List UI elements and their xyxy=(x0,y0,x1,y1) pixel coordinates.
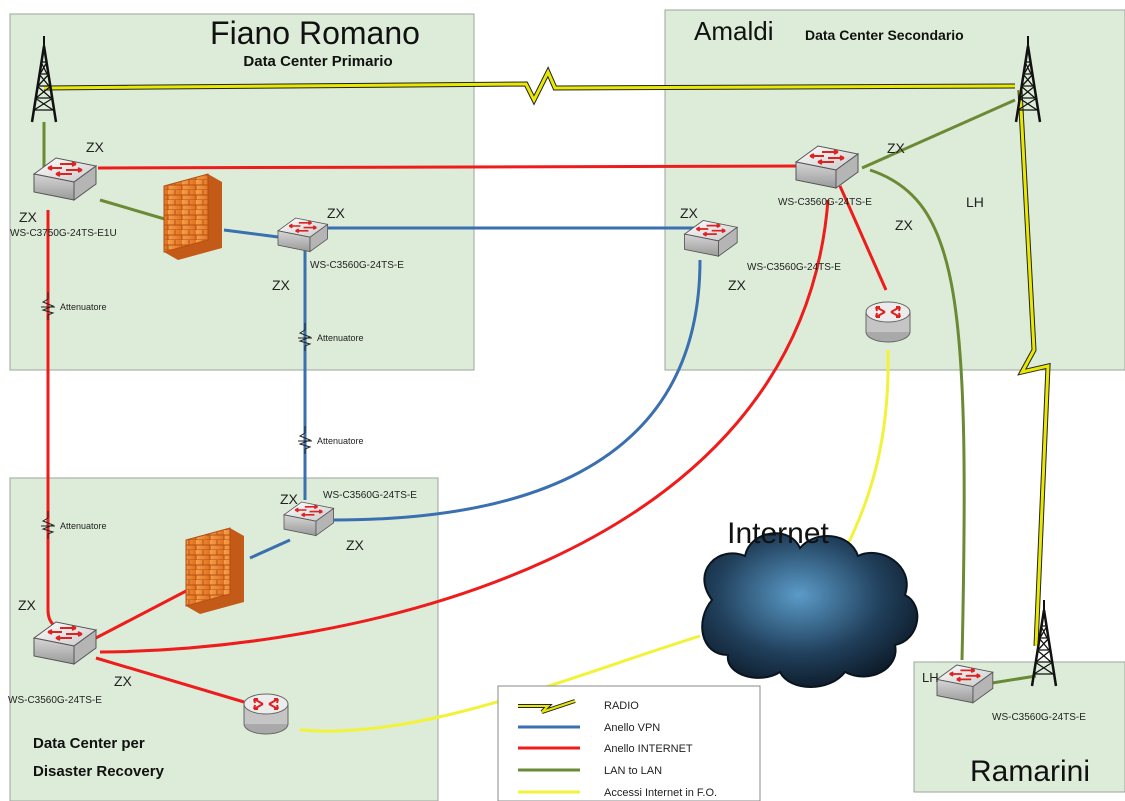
attenuator-fiano-vpn: Attenuatore xyxy=(297,322,364,352)
attenuator-link: Attenuatore xyxy=(297,425,364,455)
device-label-fiano-core: WS-C3750G-24TS-E1U xyxy=(10,228,117,239)
port-label-zx: ZX xyxy=(18,597,37,613)
router-amaldi-icon xyxy=(865,301,911,343)
port-label-zx: ZX xyxy=(887,140,906,156)
site-title-amaldi: Amaldi xyxy=(694,16,773,46)
legend-label: LAN to LAN xyxy=(604,765,662,777)
port-label-lh: LH xyxy=(922,670,939,685)
site-title-dr-line1: Data Center per xyxy=(33,735,145,752)
port-label-zx: ZX xyxy=(728,277,747,293)
lan-to-lan-links xyxy=(42,98,1037,685)
internet-cloud-icon xyxy=(701,532,919,688)
attenuator-label: Attenuatore xyxy=(317,436,364,446)
legend: RADIO Anello VPN Anello INTERNET LAN to … xyxy=(497,685,761,801)
site-fiano-romano-box xyxy=(9,13,475,371)
device-label-dr-vpn: WS-C3560G-24TS-E xyxy=(323,490,417,501)
attenuator-label: Attenuatore xyxy=(60,302,107,312)
device-label-dr-core: WS-C3560G-24TS-E xyxy=(8,695,102,706)
port-label-zx: ZX xyxy=(680,205,699,221)
vpn-ring-links xyxy=(223,226,704,560)
radio-links xyxy=(43,66,1051,647)
site-subtitle-amaldi: Data Center Secondario xyxy=(805,27,964,43)
attenuator-label: Attenuatore xyxy=(317,333,364,343)
legend-item-internet: Anello INTERNET xyxy=(518,743,693,755)
legend-item-radio: RADIO xyxy=(518,699,639,714)
port-label-zx: ZX xyxy=(86,139,105,155)
firewall-dr-icon xyxy=(185,527,244,614)
legend-label: RADIO xyxy=(604,700,639,712)
site-subtitle-fiano: Data Center Primario xyxy=(243,53,392,70)
device-label-amaldi-core: WS-C3560G-24TS-E xyxy=(778,197,872,208)
fiber-access-links xyxy=(299,349,890,733)
port-label-zx: ZX xyxy=(272,277,291,293)
legend-item-fiber: Accessi Internet in F.O. xyxy=(518,787,717,799)
legend-label: Anello INTERNET xyxy=(604,743,693,755)
firewall-fiano-icon xyxy=(163,173,222,260)
port-label-zx: ZX xyxy=(327,205,346,221)
site-title-dr-line2: Disaster Recovery xyxy=(33,763,165,780)
legend-label: Accessi Internet in F.O. xyxy=(604,787,717,799)
device-label-fiano-vpn: WS-C3560G-24TS-E xyxy=(310,260,404,271)
legend-item-vpn: Anello VPN xyxy=(518,722,660,734)
legend-label: Anello VPN xyxy=(604,722,660,734)
legend-item-lan: LAN to LAN xyxy=(518,765,662,777)
attenuator-dr-core: Attenuatore xyxy=(40,510,107,540)
port-label-lh: LH xyxy=(966,194,984,210)
port-label-zx: ZX xyxy=(346,537,365,553)
port-label-zx: ZX xyxy=(895,217,914,233)
attenuator-label: Attenuatore xyxy=(60,521,107,531)
internet-ring-links xyxy=(46,164,888,704)
site-title-fiano: Fiano Romano xyxy=(210,15,420,51)
router-dr-icon xyxy=(243,693,289,735)
port-label-zx: ZX xyxy=(114,673,133,689)
site-title-ramarini: Ramarini xyxy=(970,755,1090,788)
port-label-zx: ZX xyxy=(19,209,38,225)
attenuator-fiano-core: Attenuatore xyxy=(40,291,107,321)
device-label-amaldi-vpn: WS-C3560G-24TS-E xyxy=(747,262,841,273)
device-label-ramarini: WS-C3560G-24TS-E xyxy=(992,712,1086,723)
port-label-zx: ZX xyxy=(280,491,299,507)
internet-label: Internet xyxy=(727,517,829,550)
